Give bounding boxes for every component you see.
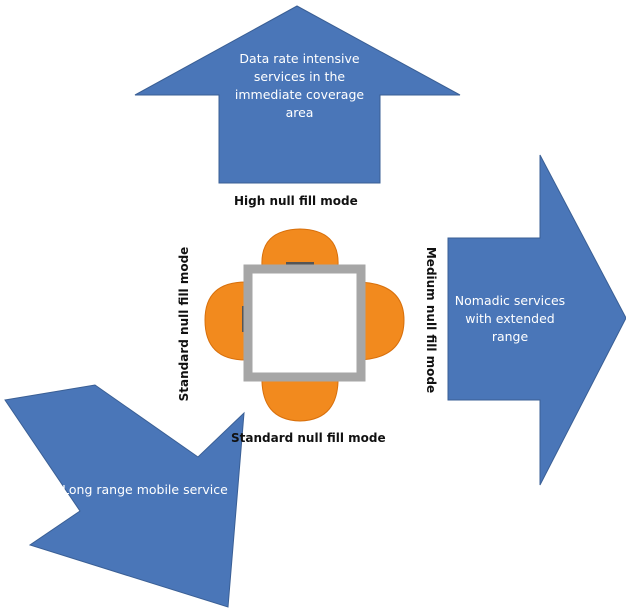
arrow-top-line: area xyxy=(285,105,314,120)
antenna-element-right xyxy=(354,281,405,361)
arrow-right-line: range xyxy=(491,329,529,344)
antenna-element-bottom xyxy=(261,373,339,422)
arrow-right-line: Nomadic services xyxy=(454,293,566,308)
mode-label-top: High null fill mode xyxy=(234,194,358,208)
antenna-tab-top xyxy=(286,262,314,266)
arrow-right-text: Nomadic services with extended range xyxy=(450,292,570,346)
arrow-right-shape xyxy=(447,154,626,486)
arrow-top-line: Data rate intensive xyxy=(239,51,360,66)
arrow-down-left-shape xyxy=(4,384,245,608)
arrow-right-line: with extended xyxy=(465,311,555,326)
antenna-element-top xyxy=(261,228,339,267)
arrow-bottom-left-text: Long range mobile service xyxy=(50,481,240,499)
arrow-top-line: immediate coverage xyxy=(234,87,365,102)
arrow-top-text: Data rate intensive services in the imme… xyxy=(219,50,380,122)
arrow-up-shape xyxy=(134,5,461,184)
antenna-frame xyxy=(243,264,366,382)
mode-label-left: Standard null fill mode xyxy=(177,246,191,402)
arrow-bottom-left-line: Long range mobile service xyxy=(62,482,228,497)
mode-label-bottom: Standard null fill mode xyxy=(231,431,386,445)
antenna-array xyxy=(204,228,405,422)
mode-label-right: Medium null fill mode xyxy=(424,246,438,394)
antenna-element-left xyxy=(204,281,247,361)
arrow-top-line: services in the xyxy=(253,69,346,84)
